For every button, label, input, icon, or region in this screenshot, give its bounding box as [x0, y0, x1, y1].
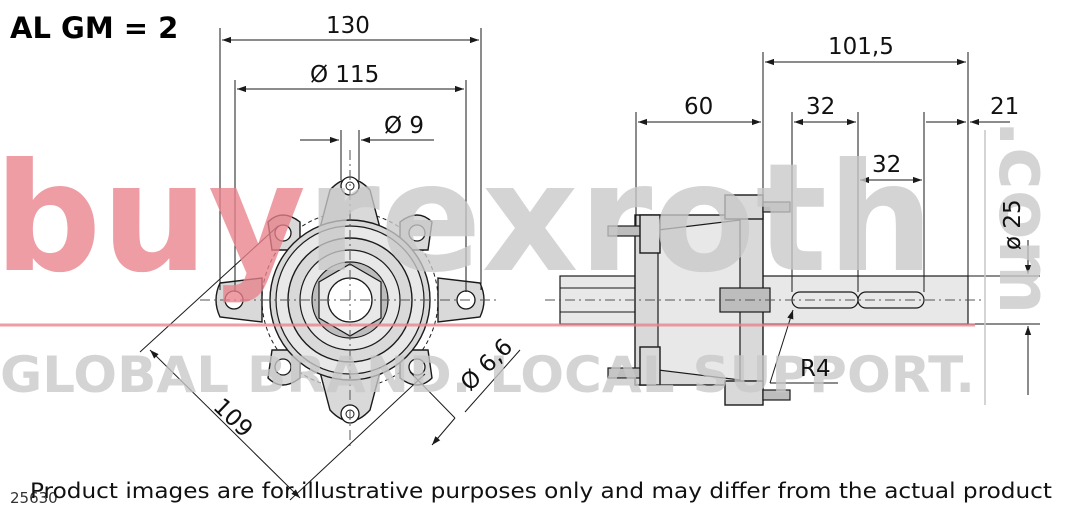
dimension-32-first: 32: [806, 94, 835, 120]
dimension-130: 130: [326, 13, 370, 39]
front-dimension-lines: [139, 28, 521, 501]
dimension-dia-9: Ø 9: [384, 113, 424, 139]
dimension-21: 21: [990, 94, 1019, 120]
watermark-rexroth: rexroth: [306, 132, 934, 306]
disclaimer-text: Product images are for illustrative purp…: [30, 479, 1052, 503]
dimension-101-5: 101,5: [828, 34, 894, 60]
side-dimension-lines: [635, 52, 1040, 395]
watermark-buy: buy: [0, 132, 306, 306]
watermark: buy rexroth .com GLOBAL BRAND. LOCAL SUP…: [0, 120, 1067, 405]
dimension-dia-115: Ø 115: [310, 62, 379, 88]
dimension-dia-25: ø 25: [1000, 199, 1026, 250]
dimension-60: 60: [684, 94, 713, 120]
watermark-tagline: GLOBAL BRAND. LOCAL SUPPORT.: [0, 346, 975, 404]
watermark-com: .com: [983, 120, 1067, 315]
dimension-32-second: 32: [872, 152, 901, 178]
drawing-id: 25630: [10, 489, 58, 507]
dimension-r4: R4: [800, 356, 831, 382]
side-studs: [607, 194, 791, 406]
front-view: [200, 150, 500, 450]
side-view: [545, 194, 985, 406]
drawing-title: AL GM = 2: [10, 11, 178, 45]
